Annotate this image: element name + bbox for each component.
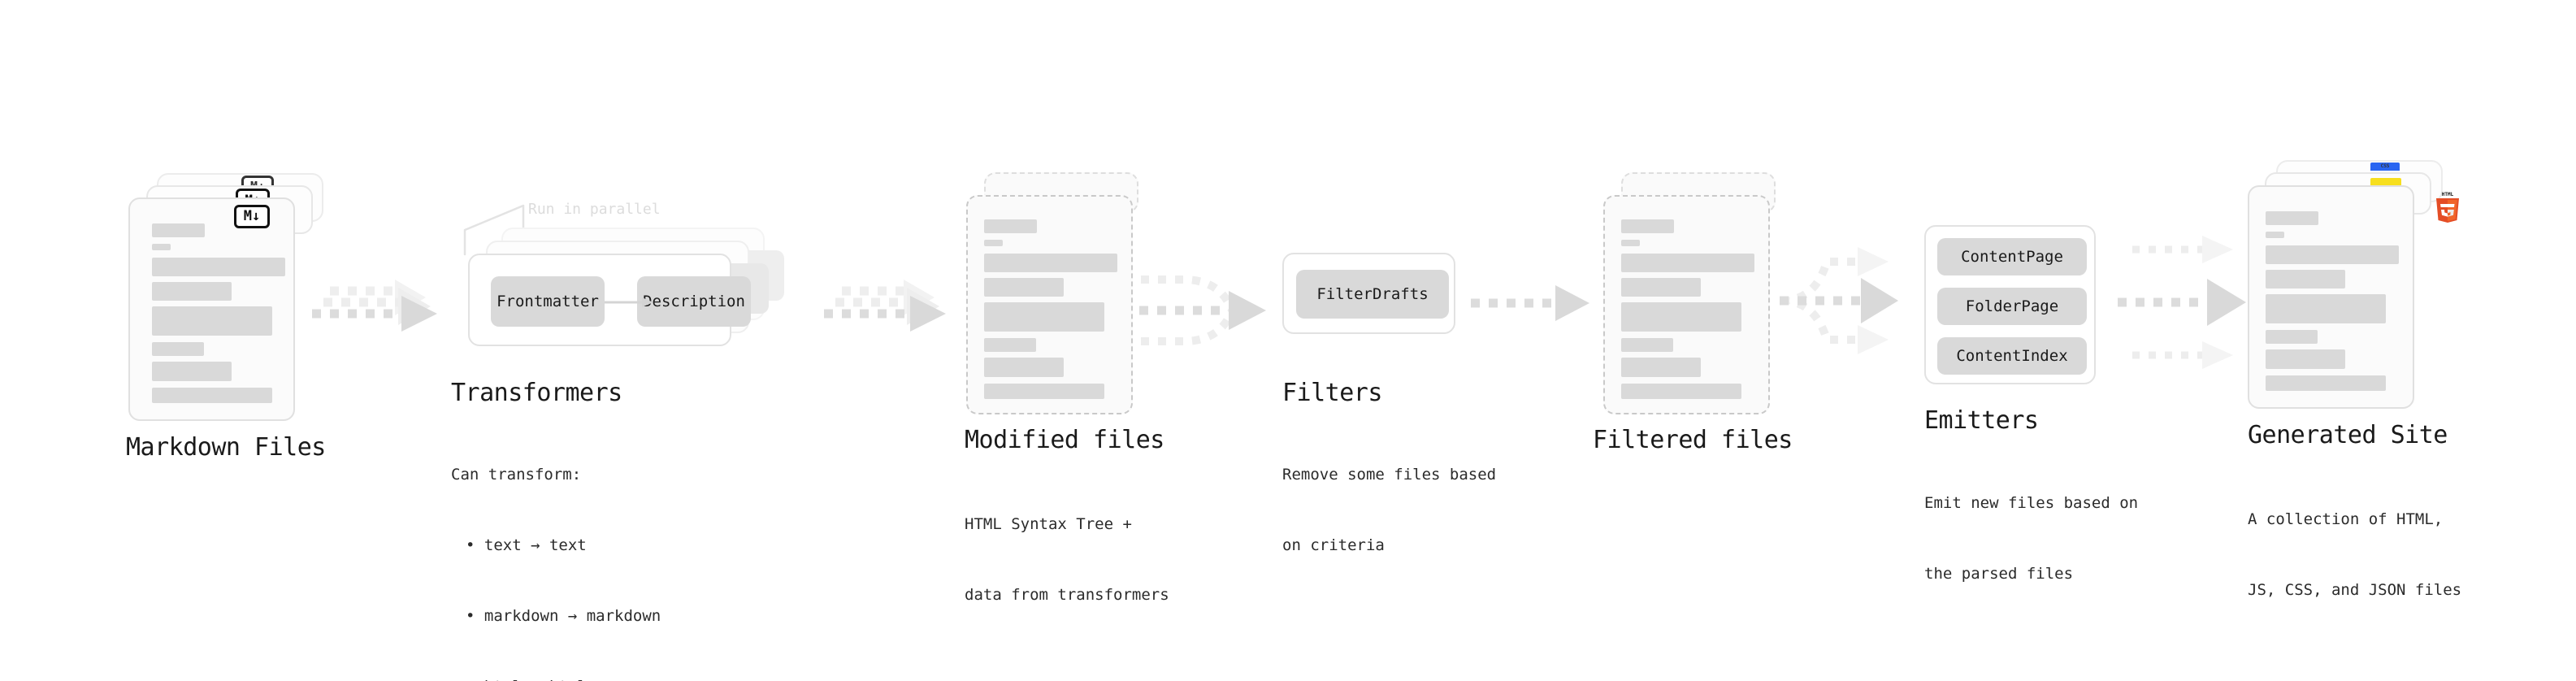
modified-card-front [966,195,1133,414]
skeleton-bar [2266,349,2345,369]
filters-description: Remove some files based on criteria [1282,416,1496,605]
filters-box: FilterDrafts [1282,253,1455,334]
emitter-pill-contentindex[interactable]: ContentIndex [1937,337,2087,375]
emitter-pill-folderpage[interactable]: FolderPage [1937,288,2087,325]
markdown-badge-label: M↓ [243,208,261,224]
skeleton-bar [984,240,1003,246]
generated-site-description: A collection of HTML, JS, CSS, and JSON … [2248,461,2461,649]
markdown-card-front [128,197,295,421]
transformers-description: Can transform: • text → text • markdown … [451,416,661,681]
generated-site-desc-line-2: JS, CSS, and JSON files [2248,581,2462,599]
transformers-box: Frontmatter Description [468,254,751,346]
skeleton-bar [984,278,1064,297]
skeleton-bar [152,282,232,301]
site-card-front [2248,185,2414,409]
generated-site-title: Generated Site [2248,421,2448,449]
emitter-pill-contentindex-label: ContentIndex [1956,347,2068,365]
transformers-desc-item: • text → text [466,536,587,554]
skeleton-bar [1621,219,1674,233]
connector-modified-to-filters [1136,268,1287,354]
skeleton-bar [2266,270,2345,288]
skeleton-bar [2266,232,2284,238]
filters-desc-line-2: on criteria [1282,536,1385,554]
skeleton-bar [152,306,272,336]
transformer-inner-arrow [605,296,661,309]
filter-pill-filterdrafts[interactable]: FilterDrafts [1296,270,1449,319]
markdown-files-title: Markdown Files [126,433,326,462]
transformer-pill-frontmatter-label: Frontmatter [497,293,599,310]
emitter-pill-contentpage[interactable]: ContentPage [1937,238,2087,275]
transformer-pill-frontmatter[interactable]: Frontmatter [491,276,605,327]
run-in-parallel-bracket [463,199,593,256]
skeleton-bar [984,358,1064,377]
modified-files-description: HTML Syntax Tree + data from transformer… [965,466,1169,654]
skeleton-bar [984,219,1037,233]
skeleton-bar [2266,375,2386,391]
filters-desc-line-1: Remove some files based [1282,466,1497,484]
transformers-title: Transformers [451,379,622,407]
skeleton-bar [1621,302,1741,332]
emitters-desc-line-1: Emit new files based on [1924,494,2139,512]
skeleton-bar [152,342,204,356]
skeleton-bar [1621,384,1741,399]
filtered-files-title: Filtered files [1593,426,1793,454]
connector-filters-to-filtered [1468,284,1598,322]
connector-transformers-to-modified [821,280,967,333]
transformers-desc-item: • html → html [451,675,661,681]
emitter-pill-contentpage-label: ContentPage [1961,248,2063,266]
skeleton-bar [1621,240,1640,246]
css-icon: CSS [2370,163,2400,171]
skeleton-bar [1621,338,1673,352]
emitters-box: ContentPage FolderPage ContentIndex [1924,225,2096,384]
skeleton-bar [2266,330,2318,344]
filtered-card-front [1603,195,1770,414]
markdown-icon: M↓ [234,205,270,228]
emitters-title: Emitters [1924,406,2039,435]
connector-emitters-to-site [2110,232,2264,374]
skeleton-bar [1621,254,1754,272]
transformer-pill-description[interactable]: Description [637,276,751,327]
emitter-pill-folderpage-label: FolderPage [1965,297,2059,315]
skeleton-bar [1621,358,1701,377]
skeleton-bar [152,362,232,381]
modified-files-desc-line-2: data from transformers [965,586,1169,604]
emitters-desc-line-2: the parsed files [1924,565,2074,583]
modified-files-desc-line-1: HTML Syntax Tree + [965,515,1132,533]
skeleton-bar [152,223,205,237]
skeleton-bar [152,258,285,276]
skeleton-bar [1621,278,1701,297]
filter-pill-filterdrafts-label: FilterDrafts [1316,285,1429,303]
run-in-parallel-label: Run in parallel [528,201,661,218]
skeleton-bar [984,384,1104,399]
emitters-description: Emit new files based on the parsed files [1924,445,2138,633]
skeleton-bar [984,254,1117,272]
transformers-desc-head: Can transform: [451,466,582,484]
modified-files-title: Modified files [965,426,1164,454]
html5-icon: HTML [2434,190,2461,223]
svg-text:HTML: HTML [2442,192,2454,197]
filters-title: Filters [1282,379,1382,407]
connector-filtered-to-emitters [1780,236,1934,366]
skeleton-bar [2266,294,2386,323]
svg-text:CSS: CSS [2381,163,2390,169]
transformer-pill-description-label: Description [643,293,745,310]
skeleton-bar [2266,211,2318,225]
skeleton-bar [984,302,1104,332]
skeleton-bar [152,388,272,403]
skeleton-bar [2266,245,2399,264]
transformers-desc-item: • markdown → markdown [466,607,661,625]
skeleton-bar [152,244,171,250]
skeleton-bar [984,338,1036,352]
generated-site-desc-line-1: A collection of HTML, [2248,510,2444,528]
connector-markdown-to-transformers [307,280,458,333]
